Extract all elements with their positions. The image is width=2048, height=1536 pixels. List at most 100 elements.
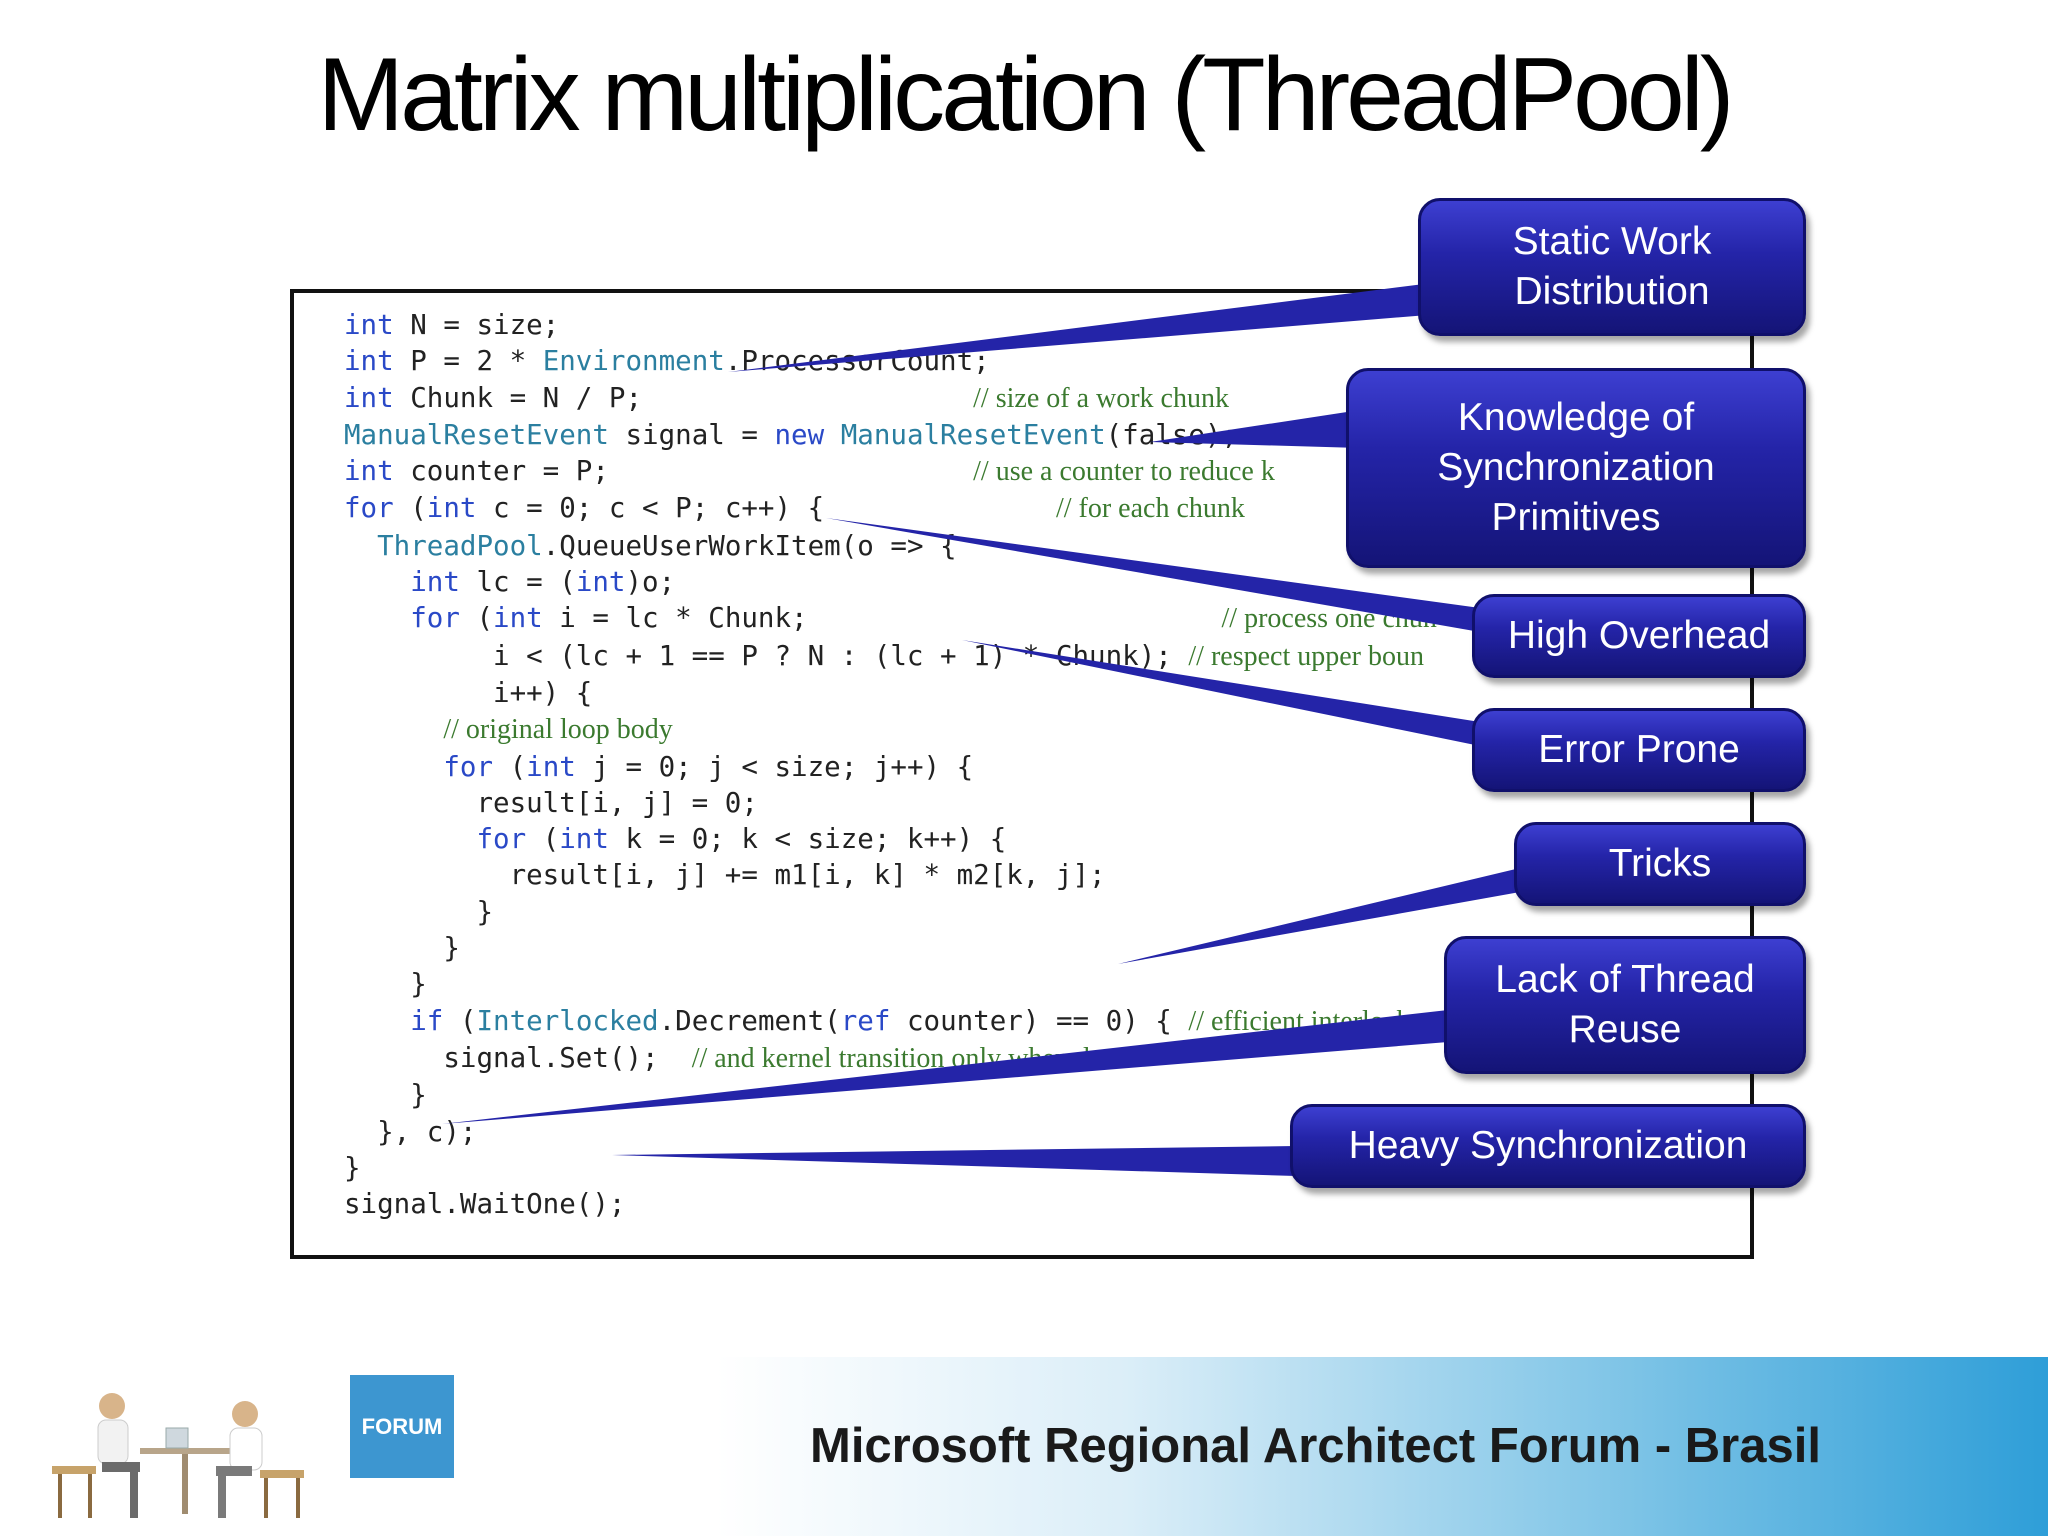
code-line: } [344, 1079, 427, 1111]
code-text: j = 0; j < size; j++) { [575, 750, 974, 783]
code-text: P = 2 * [393, 345, 543, 378]
code-type: ThreadPool [377, 529, 543, 562]
forum-badge: FORUM [350, 1375, 454, 1478]
code-line: result[i, j] += m1[i, k] * m2[k, j]; [344, 859, 1106, 891]
footer-text: Microsoft Regional Architect Forum - Bra… [810, 1419, 1821, 1473]
code-text: counter = P; [393, 455, 974, 488]
code-text: signal.WaitOne(); [344, 1188, 626, 1221]
code-text: .Decrement( [658, 1004, 841, 1037]
code-comment: // process one chun [1221, 603, 1437, 635]
callout-high-overhead: High Overhead [1472, 594, 1806, 678]
code-text: Chunk = N / P; [393, 381, 974, 414]
code-text: (false); [1105, 418, 1239, 451]
code-text: signal = [608, 418, 775, 451]
code-keyword: for [344, 492, 394, 525]
code-keyword: int [559, 823, 609, 856]
code-text: } [344, 1151, 361, 1184]
code-text: } [344, 895, 494, 928]
code-line: result[i, j] = 0; [344, 786, 758, 819]
code-line: for (int c = 0; c < P; c++) { // for eac… [344, 492, 1245, 524]
people-meeting-image [40, 1393, 320, 1530]
code-line: signal.WaitOne(); [344, 1188, 625, 1220]
code-line: signal.Set(); // and kernel transition o… [344, 1042, 1090, 1074]
code-text [824, 419, 841, 451]
code-keyword: int [344, 309, 394, 341]
code-text: )o; [625, 566, 676, 599]
code-text: result[i, j] = 0; [344, 786, 758, 819]
code-line: for (int j = 0; j < size; j++) { [344, 751, 973, 783]
code-text [344, 823, 476, 855]
code-text: c = 0; c < P; c++) { [476, 492, 1056, 525]
code-line: int P = 2 * Environment.ProcessorCount; [344, 345, 990, 377]
code-keyword: if [410, 1004, 444, 1037]
code-block: int N = size; int P = 2 * Environment.Pr… [344, 307, 1437, 1222]
code-text: ( [443, 1004, 477, 1037]
code-line: i++) { [344, 677, 592, 709]
code-text: .ProcessorCount; [724, 345, 990, 378]
code-line: int Chunk = N / P; // size of a work chu… [344, 382, 1229, 414]
code-text: lc = ( [459, 566, 576, 599]
code-text: i++) { [344, 676, 593, 709]
code-line: int lc = (int)o; [344, 566, 675, 598]
code-text: ( [393, 492, 427, 525]
code-text: } [344, 968, 427, 1001]
callout-static-work-distribution: Static Work Distribution [1418, 198, 1806, 336]
code-text: k = 0; k < size; k++) { [608, 823, 1007, 856]
code-comment: // original loop body [443, 714, 673, 746]
code-text [344, 530, 377, 562]
code-keyword: int [426, 492, 477, 525]
code-line: // original loop body [344, 713, 673, 746]
slide-title: Matrix multiplication (ThreadPool) [317, 37, 1735, 153]
code-keyword: for [443, 750, 494, 783]
code-keyword: int [344, 381, 394, 414]
code-comment: // use a counter to reduce k [973, 456, 1275, 488]
code-type: Environment [542, 345, 725, 378]
code-line: for (int i = lc * Chunk; // process one … [344, 602, 1437, 634]
code-line: } [344, 1152, 361, 1184]
code-keyword: int [575, 566, 626, 599]
code-keyword: new [774, 418, 825, 451]
code-text: counter) == 0) { [890, 1004, 1189, 1037]
code-line: ManualResetEvent signal = new ManualRese… [344, 419, 1238, 451]
code-line: } [344, 968, 427, 1000]
code-comment: // efficient interlock [1188, 1005, 1411, 1037]
code-keyword: for [410, 602, 460, 635]
code-line: int counter = P; // use a counter to red… [344, 455, 1275, 487]
code-line: } [344, 896, 493, 928]
callout-lack-of-thread-reuse: Lack of Thread Reuse [1444, 936, 1806, 1074]
code-text: }, c); [344, 1115, 477, 1148]
code-comment: // and kernel transition only when d [691, 1042, 1090, 1074]
code-text: result[i, j] += m1[i, k] * m2[k, j]; [344, 859, 1106, 892]
callout-heavy-synchronization: Heavy Synchronization [1290, 1104, 1806, 1188]
code-text [344, 713, 443, 745]
code-line: }, c); [344, 1116, 476, 1148]
code-text: .QueueUserWorkItem(o => { [542, 529, 957, 562]
code-text: } [344, 1079, 427, 1112]
code-text [344, 751, 443, 783]
code-keyword: int [344, 455, 394, 488]
code-comment: // size of a work chunk [973, 382, 1229, 414]
code-line: if (Interlocked.Decrement(ref counter) =… [344, 1005, 1410, 1037]
code-text: ( [526, 823, 560, 856]
code-keyword: int [344, 345, 394, 378]
code-type: ManualResetEvent [344, 418, 609, 451]
code-text [344, 602, 410, 634]
footer-banner [0, 1357, 2048, 1536]
code-text [344, 566, 410, 598]
code-text: signal.Set(); [344, 1041, 692, 1074]
code-keyword: ref [840, 1004, 891, 1037]
code-text: i = lc * Chunk; [542, 602, 1222, 635]
code-text [344, 1005, 410, 1037]
code-line: ThreadPool.QueueUserWorkItem(o => { [344, 530, 957, 562]
callout-error-prone: Error Prone [1472, 708, 1806, 792]
code-comment: // respect upper boun [1188, 640, 1424, 672]
callout-tricks: Tricks [1514, 822, 1806, 906]
code-line: i < (lc + 1 == P ? N : (lc + 1) * Chunk)… [344, 640, 1424, 672]
code-text: ( [459, 602, 494, 635]
code-text: i < (lc + 1 == P ? N : (lc + 1) * Chunk)… [344, 639, 1189, 672]
callout-knowledge-of-synchronization-primitives: Knowledge of Synchronization Primitives [1346, 368, 1806, 568]
code-text: ( [493, 750, 527, 783]
code-keyword: for [476, 823, 527, 856]
code-keyword: int [493, 602, 543, 635]
